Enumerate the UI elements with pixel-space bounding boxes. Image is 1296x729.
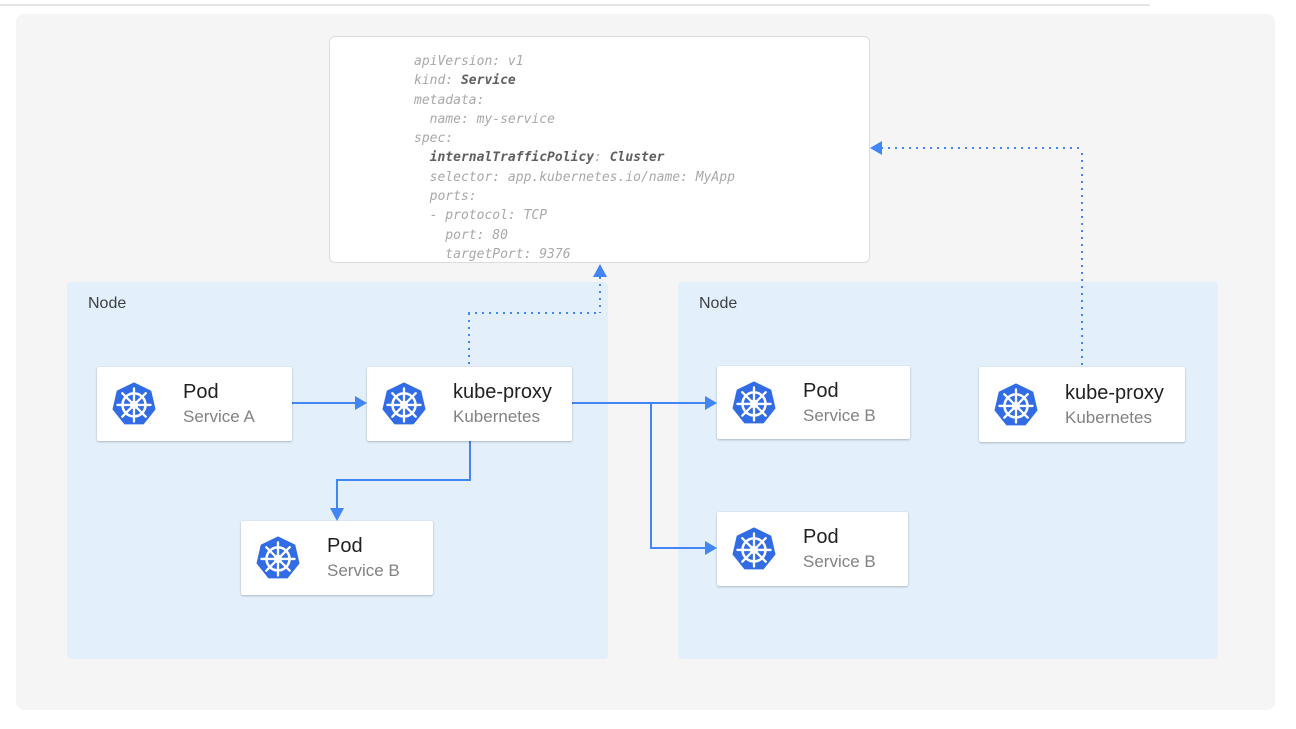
service-yaml-card: apiVersion: v1 kind: Service metadata: nam… bbox=[329, 36, 870, 263]
card-subtitle: Service B bbox=[803, 405, 876, 425]
yaml-code-line: - protocol: TCP bbox=[414, 208, 548, 224]
arrow-kube-proxy-left-horizontal bbox=[336, 479, 470, 481]
card-title: Pod bbox=[803, 379, 839, 402]
kubernetes-logo-icon bbox=[993, 382, 1039, 428]
yaml-code-line: internalTrafficPolicy: Cluster bbox=[429, 150, 665, 166]
dotted-line-kube-proxy-left-up bbox=[468, 313, 470, 367]
card-title: kube-proxy bbox=[1065, 381, 1164, 404]
card-pod-service-b-right-bottom: Pod Service B bbox=[717, 512, 908, 586]
yaml-code-line: selector: app.kubernetes.io/name: MyApp bbox=[414, 169, 735, 185]
node-box-left: Node bbox=[67, 282, 608, 659]
card-pod-service-b-left: Pod Service B bbox=[241, 521, 433, 595]
yaml-code-line: metadata: bbox=[414, 92, 485, 108]
arrowhead-into-right-pod-top bbox=[705, 396, 717, 410]
card-subtitle: Service B bbox=[327, 561, 400, 580]
yaml-code: apiVersion: v1 kind: Service metadata: nam… bbox=[414, 52, 735, 264]
arrow-kube-proxy-to-right-pod-bottom bbox=[651, 547, 706, 549]
card-subtitle: Kubernetes bbox=[1065, 407, 1152, 427]
dotted-line-kube-proxy-right-horizontal bbox=[881, 147, 1082, 149]
arrowhead-into-right-pod-bottom bbox=[705, 541, 717, 555]
card-title: Pod bbox=[327, 535, 363, 557]
card-subtitle: Kubernetes bbox=[453, 407, 540, 426]
yaml-code-line: ports: bbox=[414, 189, 477, 205]
kubernetes-logo-icon bbox=[111, 381, 157, 427]
arrow-pod-a-to-kube-proxy bbox=[292, 402, 355, 404]
arrowhead-into-kube-proxy-left bbox=[355, 396, 367, 410]
yaml-code-line: name: my-service bbox=[414, 111, 555, 127]
arrowhead-left-into-yaml bbox=[870, 141, 882, 155]
arrow-kube-proxy-down bbox=[469, 441, 471, 481]
kubernetes-logo-icon bbox=[731, 526, 777, 572]
kubernetes-logo-icon bbox=[381, 381, 427, 427]
arrow-kube-proxy-to-right-pod-top bbox=[572, 402, 706, 404]
node-label: Node bbox=[88, 295, 127, 312]
arrowhead-up-into-yaml bbox=[593, 264, 607, 277]
top-divider bbox=[0, 4, 1150, 6]
kubernetes-logo-icon bbox=[731, 380, 777, 426]
card-pod-service-a: Pod Service A bbox=[97, 367, 292, 441]
card-subtitle: Service A bbox=[183, 407, 255, 426]
card-title: Pod bbox=[803, 526, 839, 548]
yaml-code-line: kind: Service bbox=[414, 73, 516, 89]
yaml-code-line: targetPort: 9376 bbox=[414, 246, 571, 262]
kubernetes-logo-icon bbox=[255, 535, 301, 581]
dotted-line-kube-proxy-left-horizontal bbox=[468, 312, 600, 314]
yaml-code-line: apiVersion: v1 bbox=[414, 54, 524, 69]
dotted-line-kube-proxy-left-to-yaml bbox=[599, 277, 601, 313]
card-pod-service-b-right-top: Pod Service B bbox=[717, 366, 910, 439]
node-box-right: Node bbox=[678, 282, 1218, 659]
yaml-code-line: port: 80 bbox=[414, 227, 508, 243]
card-title: Pod bbox=[183, 381, 219, 403]
arrow-down-to-pod-b-left bbox=[336, 479, 338, 509]
node-label: Node bbox=[699, 295, 738, 312]
card-subtitle: Service B bbox=[803, 552, 876, 571]
card-title: kube-proxy bbox=[453, 381, 552, 403]
arrowhead-into-pod-b-left bbox=[330, 508, 344, 521]
card-kube-proxy-left: kube-proxy Kubernetes bbox=[367, 367, 572, 441]
yaml-code-line: spec: bbox=[414, 131, 454, 147]
arrow-branch-down bbox=[650, 402, 652, 549]
dotted-line-kube-proxy-right-up bbox=[1081, 153, 1083, 367]
card-kube-proxy-right: kube-proxy Kubernetes bbox=[979, 367, 1185, 442]
